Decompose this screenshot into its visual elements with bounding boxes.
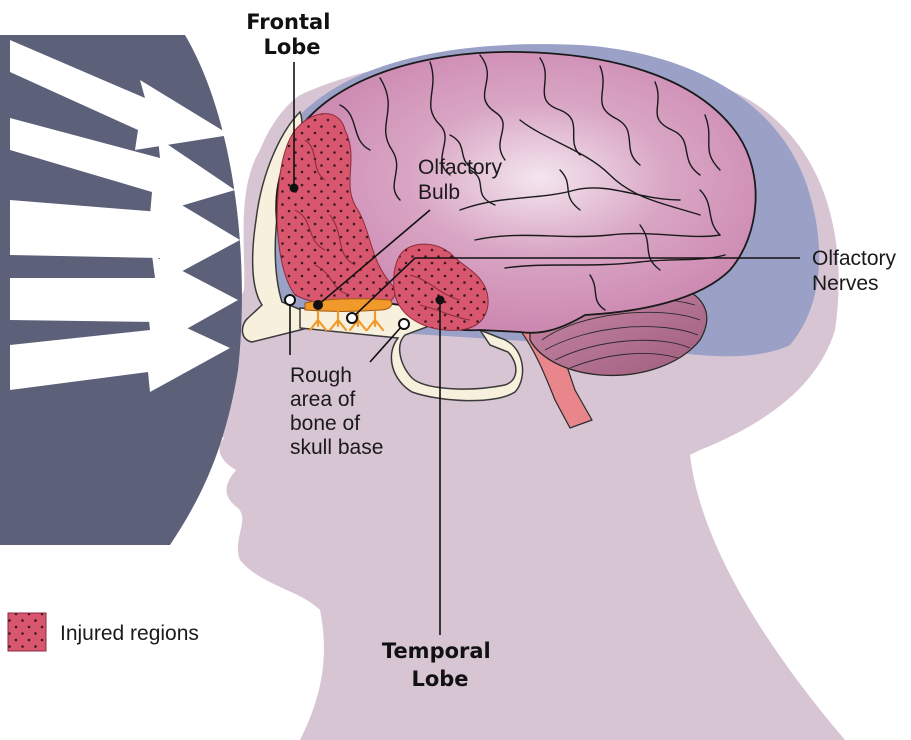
frontal-lobe-label-line-2: Lobe xyxy=(263,35,320,59)
olfactory-nerves-label-line-1: Olfactory xyxy=(812,247,897,270)
legend: Injured regions xyxy=(8,613,199,651)
olfactory-nerves-label-line-2: Nerves xyxy=(812,272,879,295)
rough-area-label-line-4: skull base xyxy=(290,436,383,459)
rough-area-label-line-1: Rough xyxy=(290,364,352,387)
temporal-lobe-marker xyxy=(436,296,445,305)
legend-label: Injured regions xyxy=(60,622,199,645)
dotted-square-icon xyxy=(8,613,46,651)
frontal-lobe-marker xyxy=(290,184,299,193)
rough-area-label-line-2: area of xyxy=(290,388,356,411)
frontal-lobe-label-line-1: Frontal xyxy=(246,10,330,34)
frontal-lobe-label: Frontal Lobe xyxy=(246,10,337,59)
temporal-lobe-label-line-1: Temporal xyxy=(382,639,491,663)
olfactory-nerves-marker xyxy=(347,313,357,323)
rough-area-label-line-3: bone of xyxy=(290,412,360,435)
olfactory-bulb-label-line-2: Bulb xyxy=(418,181,460,204)
olfactory-bulb-label-line-1: Olfactory xyxy=(418,156,503,179)
olfactory-bulb-marker xyxy=(313,300,323,310)
rough-area-marker-2 xyxy=(399,319,409,329)
rough-area-marker xyxy=(285,295,295,305)
temporal-lobe-label-line-2: Lobe xyxy=(411,667,468,691)
